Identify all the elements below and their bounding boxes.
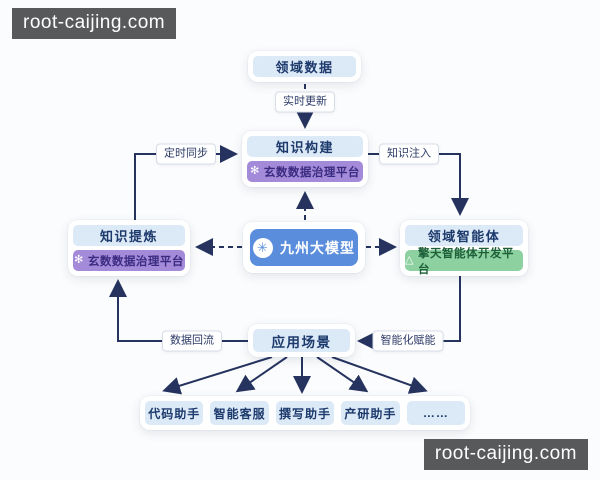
node-knowledge-build-platform: ✻ 玄数数据治理平台: [247, 161, 363, 182]
node-domain-data: 领域数据: [248, 51, 361, 82]
arrow-to-more: [331, 356, 428, 394]
node-knowledge-build-label: 知识构建: [247, 136, 363, 157]
watermark-top-left: root-caijing.com: [12, 8, 177, 39]
app-box-rnd-assistant: 产研助手: [341, 401, 400, 425]
arrow-to-customer-service: [235, 356, 288, 393]
edge-label-knowledge-inject: 知识注入: [379, 143, 439, 165]
arrow-to-rnd-assistant: [316, 356, 369, 393]
model-box: ✳ 九州大模型: [250, 229, 358, 266]
edge-label-data-backflow: 数据回流: [162, 330, 222, 352]
app-box-customer-service: 智能客服: [210, 401, 269, 425]
edge-label-scheduled-sync: 定时同步: [156, 143, 216, 165]
node-knowledge-refine-label: 知识提炼: [73, 225, 185, 246]
platform-label: 玄数数据治理平台: [263, 166, 360, 179]
node-model: ✳ 九州大模型: [243, 222, 365, 273]
app-box-more: ……: [406, 401, 466, 425]
node-app-scenarios: 应用场景: [248, 324, 355, 357]
node-domain-agent: 领域智能体 △ 擎天智能体开发平台: [400, 220, 528, 276]
platform-label: 玄数数据治理平台: [87, 255, 184, 268]
node-domain-agent-platform: △ 擎天智能体开发平台: [405, 248, 523, 276]
node-domain-data-label: 领域数据: [253, 56, 356, 77]
edge-label-intelligent-enable: 智能化赋能: [372, 330, 444, 352]
node-model-label: 九州大模型: [280, 239, 355, 256]
edge-label-realtime-update: 实时更新: [275, 91, 335, 113]
model-logo-icon: ✳: [253, 237, 273, 258]
platform-label: 擎天智能体开发平台: [417, 247, 514, 276]
flower-icon: ✻: [250, 165, 260, 177]
node-knowledge-refine-platform: ✻ 玄数数据治理平台: [73, 250, 185, 271]
watermark-bottom-right: root-caijing.com: [423, 439, 588, 470]
apps-row: 代码助手 智能客服 撰写助手 产研助手 ……: [140, 396, 470, 430]
app-box-code-assistant: 代码助手: [145, 401, 204, 425]
arrow-to-code-assistant: [162, 356, 273, 395]
node-app-scenarios-label: 应用场景: [253, 329, 350, 352]
node-knowledge-refine: 知识提炼 ✻ 玄数数据治理平台: [68, 220, 190, 276]
node-knowledge-build: 知识构建 ✻ 玄数数据治理平台: [242, 131, 368, 187]
app-box-writing-assistant: 撰写助手: [275, 401, 335, 425]
node-domain-agent-label: 领域智能体: [405, 225, 523, 246]
flower-icon: ✻: [74, 254, 84, 266]
mountain-icon: △: [405, 254, 414, 266]
